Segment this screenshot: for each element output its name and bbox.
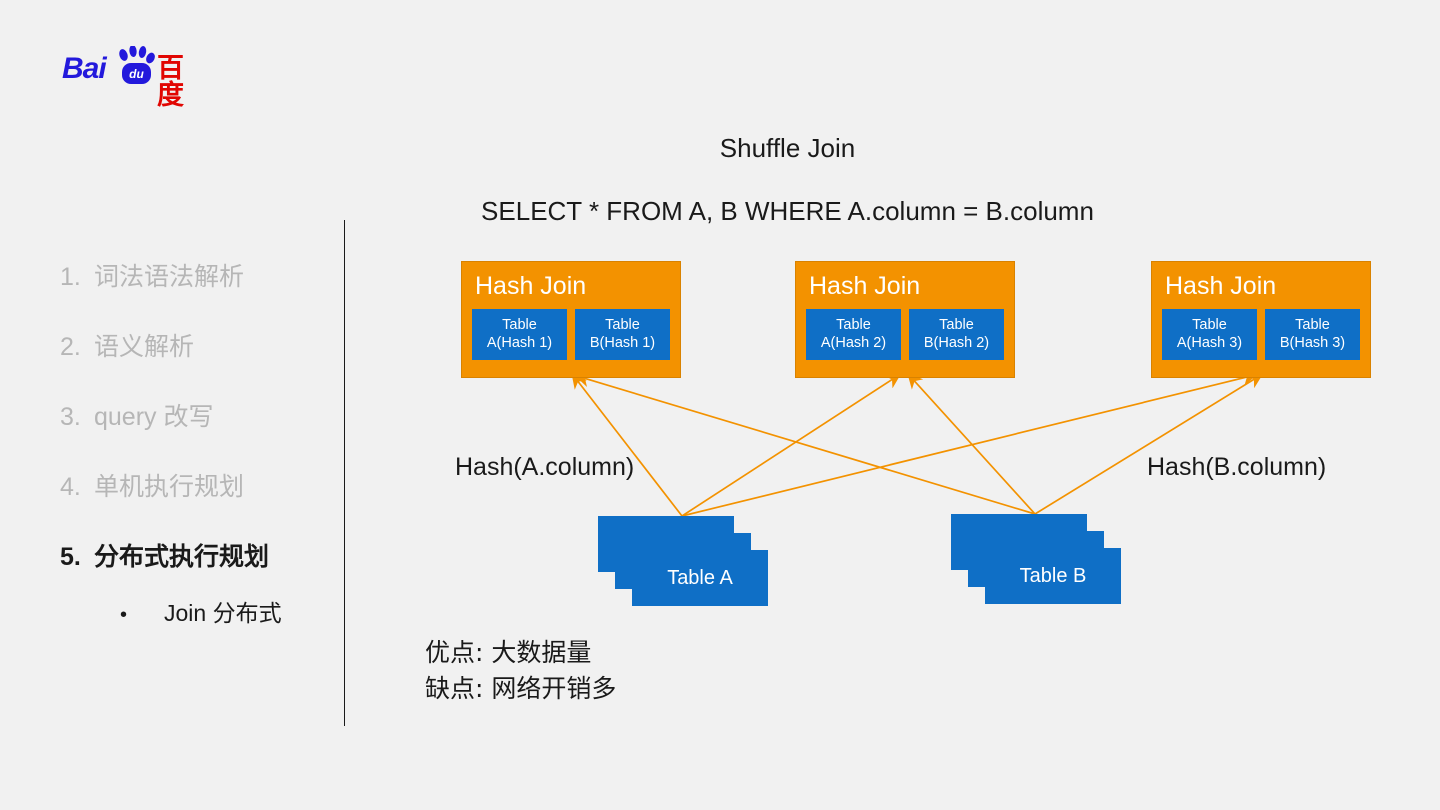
hash-join-1-title: Hash Join bbox=[475, 272, 587, 300]
hash-join-3-title: Hash Join bbox=[1165, 272, 1277, 300]
arrow-b-to-hj3 bbox=[1034, 373, 1264, 515]
logo-text-cn: 百度 bbox=[157, 53, 184, 111]
paw-print-icon: du bbox=[119, 46, 155, 84]
bullet-icon: • bbox=[120, 604, 128, 626]
hash-label-a: Hash(A.column) bbox=[455, 453, 635, 481]
pros-cons-notes: 优点: 大数据量 缺点: 网络开销多 bbox=[425, 635, 616, 708]
outline-item-1[interactable]: 1. 词法语法解析 bbox=[60, 262, 340, 292]
outline-list: 1. 词法语法解析 2. 语义解析 3. query 改写 4. 单机执行规划 … bbox=[60, 262, 340, 628]
outline-item-1-number: 1. bbox=[60, 263, 81, 291]
arrow-a-to-hj3 bbox=[681, 370, 1258, 517]
baidu-logo: Bai du 百度 bbox=[62, 46, 194, 109]
cons-text: 缺点: 网络开销多 bbox=[425, 674, 617, 704]
pros-text: 优点: 大数据量 bbox=[425, 638, 592, 667]
table-a-layer-3: Table A bbox=[632, 550, 768, 606]
outline-item-2-label: 语义解析 bbox=[94, 333, 195, 361]
arrow-b-to-hj2 bbox=[907, 373, 1036, 515]
table-b-stack[interactable]: Table B Table B Table B bbox=[951, 514, 1121, 604]
outline-subitem-join[interactable]: • Join 分布式 bbox=[60, 594, 340, 628]
outline-item-4-number: 4. bbox=[60, 473, 81, 501]
outline-item-1-label: 词法语法解析 bbox=[94, 263, 245, 291]
outline-item-2[interactable]: 2. 语义解析 bbox=[60, 332, 340, 362]
outline-item-3-label: query 改写 bbox=[94, 403, 214, 431]
arrow-a-to-hj2 bbox=[681, 373, 902, 517]
outline-item-4[interactable]: 4. 单机执行规划 bbox=[60, 472, 340, 502]
outline-item-2-number: 2. bbox=[60, 333, 81, 361]
page-title: Shuffle Join bbox=[719, 133, 856, 163]
outline-item-3[interactable]: 3. query 改写 bbox=[60, 402, 340, 432]
outline-item-3-number: 3. bbox=[60, 403, 81, 431]
sql-query-text: SELECT * FROM A, B WHERE A.column = B.co… bbox=[481, 196, 1094, 226]
outline-item-5-label: 分布式执行规划 bbox=[94, 543, 270, 571]
vertical-divider bbox=[344, 220, 345, 726]
table-a-stack[interactable]: Table A Table A Table A bbox=[598, 516, 768, 606]
logo-text-bai: Bai bbox=[62, 52, 107, 85]
arrow-b-to-hj1 bbox=[574, 372, 1036, 515]
logo-du-text: du bbox=[129, 67, 144, 81]
outline-item-5-number: 5. bbox=[60, 543, 81, 571]
table-b-layer-3: Table B bbox=[985, 548, 1121, 604]
hash-join-2-title: Hash Join bbox=[809, 272, 921, 300]
outline-subitem-label: Join 分布式 bbox=[164, 600, 282, 626]
outline-item-4-label: 单机执行规划 bbox=[94, 473, 245, 501]
hash-label-b: Hash(B.column) bbox=[1147, 453, 1327, 481]
outline-item-5[interactable]: 5. 分布式执行规划 bbox=[60, 542, 340, 572]
arrow-a-to-hj1 bbox=[571, 372, 683, 517]
